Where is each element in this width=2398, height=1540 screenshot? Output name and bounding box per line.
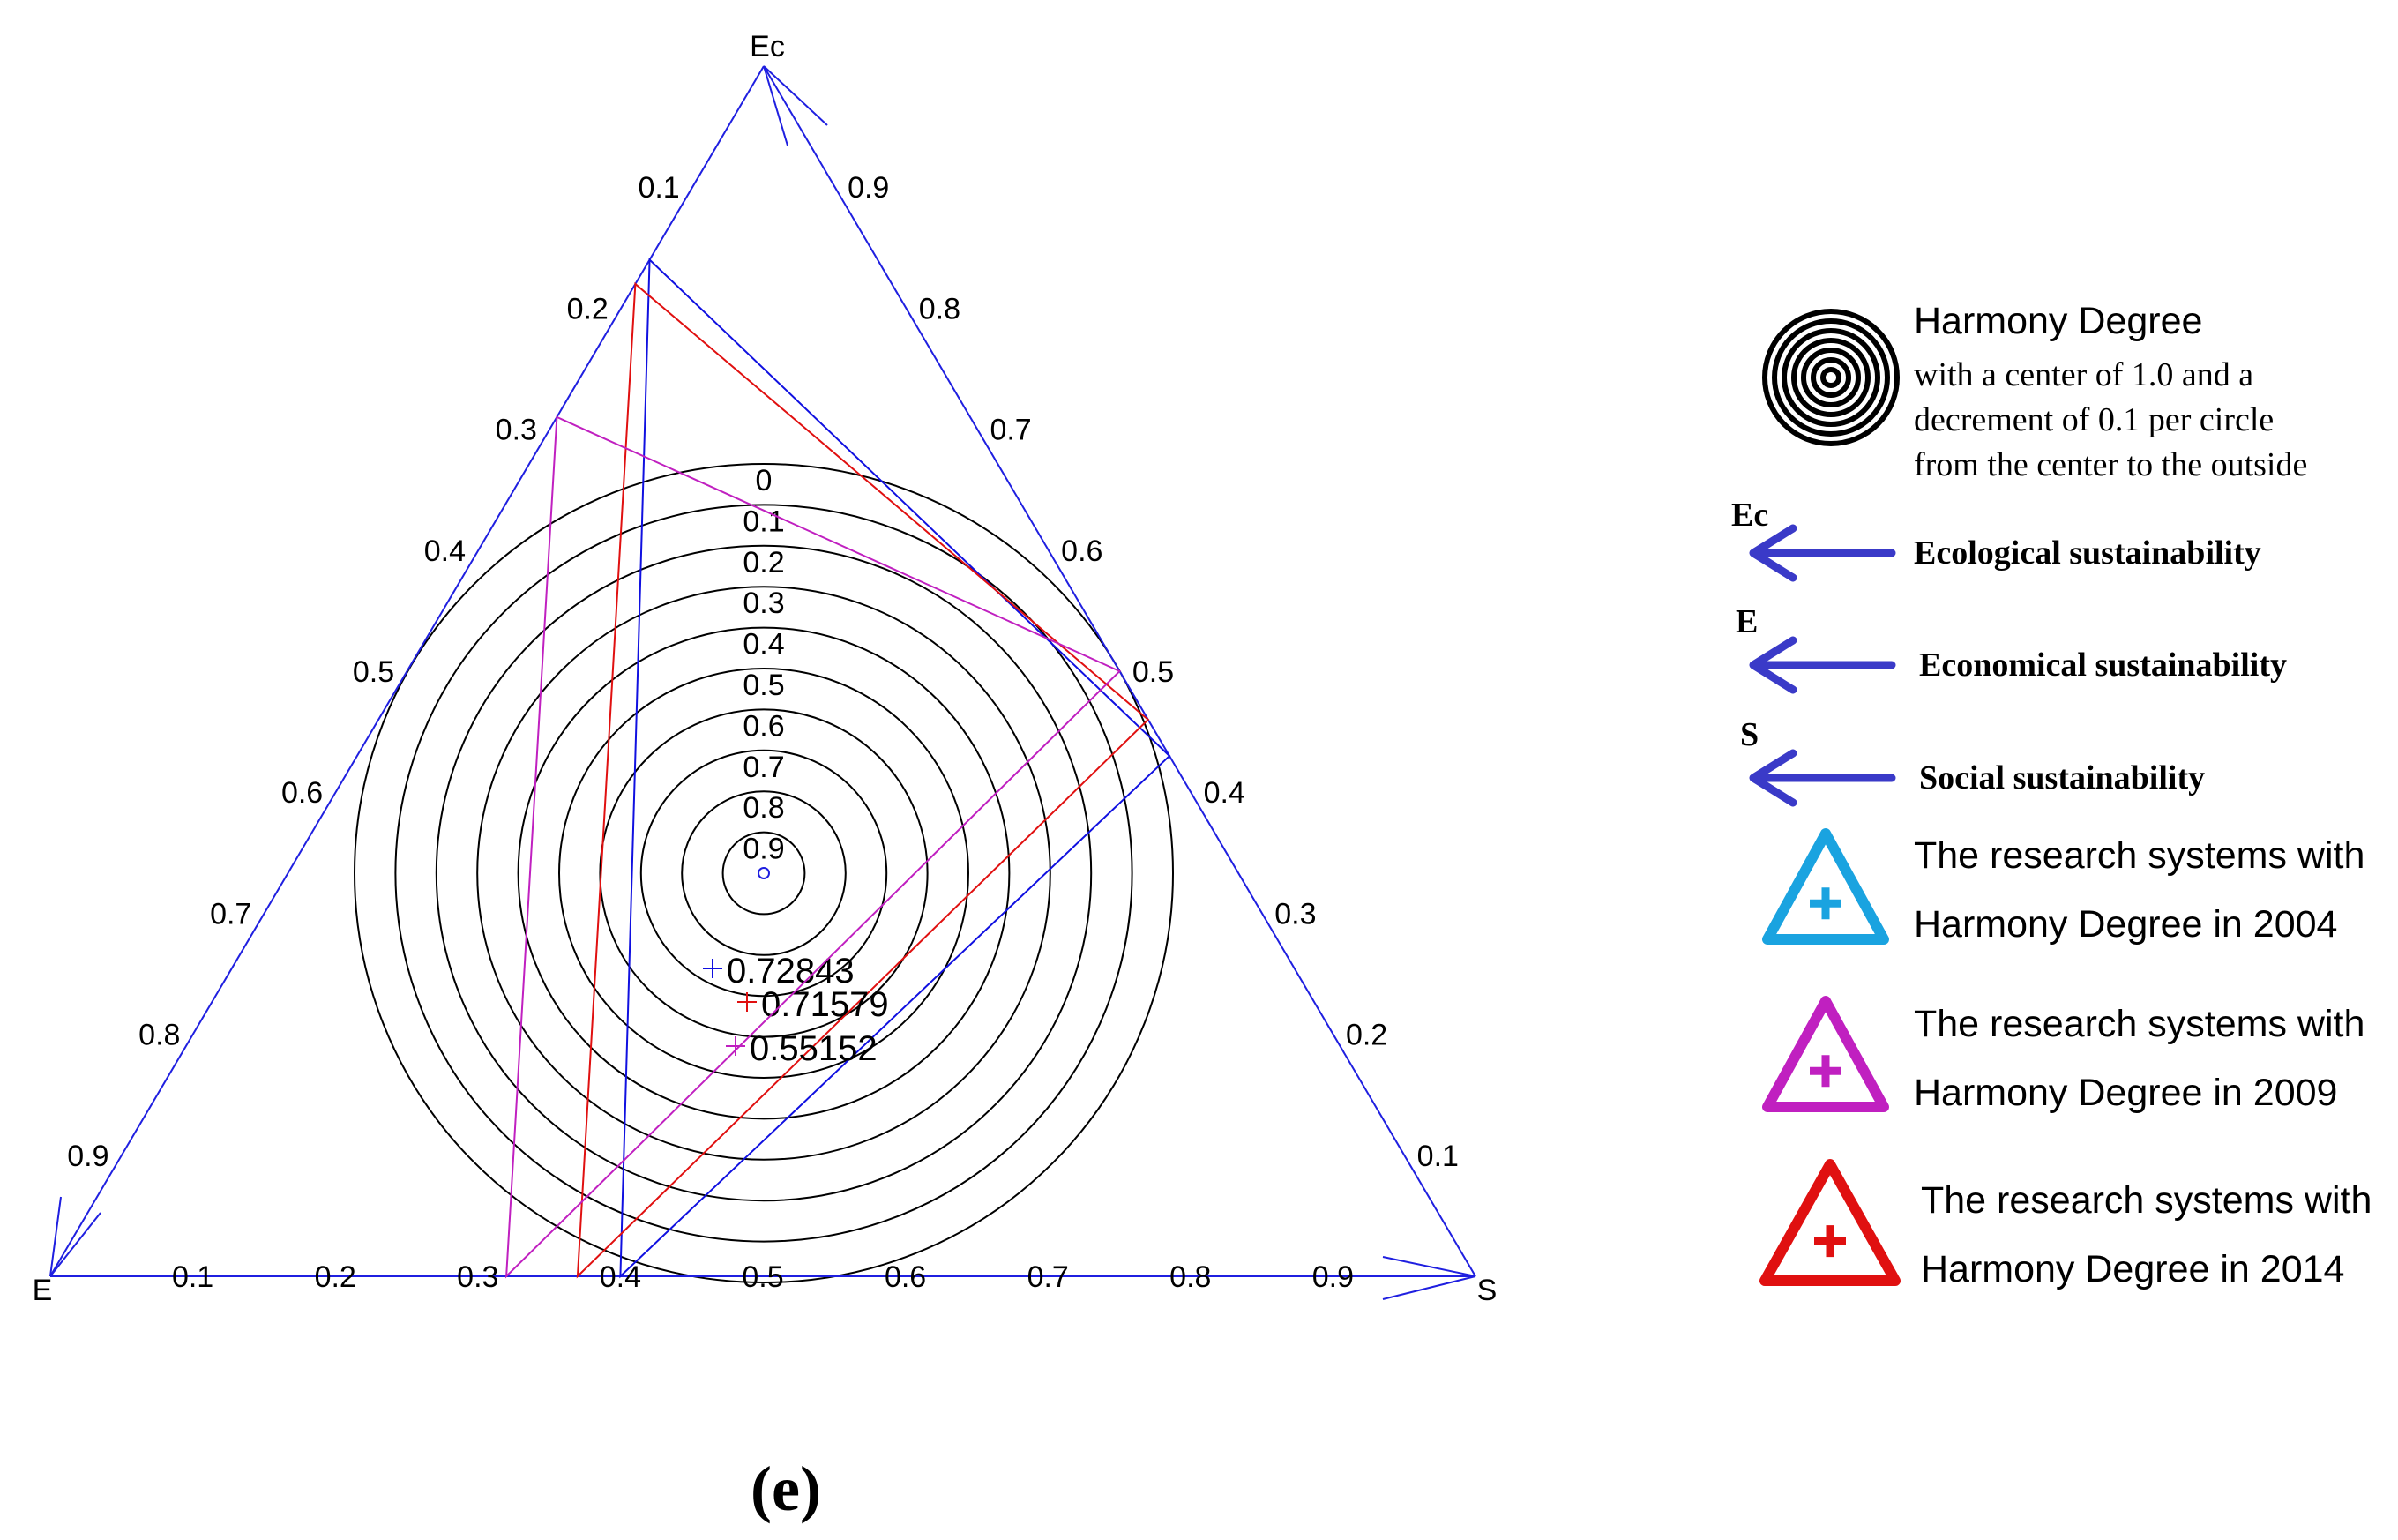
harmony-ring-9 [721,831,806,916]
value-label-red: 0.71579 [761,985,889,1024]
system-triangle-red [576,281,1150,1279]
legend-axis-label-2: Social sustainability [1919,759,2205,796]
ring-label-3: 0.3 [743,587,784,620]
tick-right-7: 0.2 [1346,1019,1387,1052]
tick-left-5: 0.6 [281,776,323,810]
arrow-top-b [763,65,788,146]
legend-harmony-line-0: with a center of 1.0 and a [1914,356,2253,393]
axis-edge-left [49,65,765,1277]
ring-label-2: 0.2 [743,546,784,579]
ring-label-5: 0.5 [743,669,784,702]
legend: Harmony Degree with a center of 1.0 and a… [1731,300,2372,1290]
system-triangle-blue [619,258,1171,1279]
tick-right-4: 0.5 [1132,655,1174,689]
tick-right-2: 0.7 [990,414,1031,447]
tick-left-0: 0.1 [638,171,679,205]
tick-bottom-7: 0.8 [1169,1260,1211,1294]
arrow-left-b [49,1212,101,1277]
harmony-ring-0 [354,463,1174,1283]
vertex-label-right: S [1477,1274,1498,1307]
tick-bottom-4: 0.5 [742,1260,783,1294]
tick-left-3: 0.4 [424,535,466,568]
harmony-rings: 00.10.20.30.40.50.60.70.80.9 [354,463,1174,1283]
harmony-ring-3 [476,586,1051,1161]
legend-axis-symbol-2: S [1740,716,1759,753]
legend-arrow-head-1 [1749,636,1797,694]
vertex-label-top: Ec [750,30,785,64]
legend-harmony-ring-3 [1791,338,1871,417]
harmony-ring-6 [599,708,929,1038]
ring-center-marker [758,867,770,879]
tick-left-7: 0.8 [138,1019,180,1052]
legend-system-triangle-cyan [1762,828,1889,945]
tick-left-6: 0.7 [210,897,251,931]
legend-axis-symbol-0: Ec [1731,497,1768,534]
tick-right-3: 0.6 [1061,535,1102,568]
harmony-ring-4 [517,626,1011,1120]
panel-label: (e) [751,1454,821,1524]
tick-left-1: 0.2 [567,292,609,325]
legend-system-line2-1: Harmony Degree in 2009 [1914,1072,2337,1114]
legend-harmony-line-2: from the center to the outside [1914,446,2307,483]
legend-harmony-line-1: decrement of 0.1 per circle [1914,401,2274,438]
legend-arrow-head-0 [1749,524,1797,582]
legend-harmony-ring-2 [1782,328,1880,427]
ring-label-8: 0.8 [743,791,784,825]
arrow-right-a [1382,1256,1476,1277]
legend-harmony-ring-1 [1772,318,1890,437]
tick-bottom-0: 0.1 [172,1260,213,1294]
arrow-right-b [1382,1275,1476,1300]
ring-label-0: 0 [756,464,773,497]
legend-system-line2-0: Harmony Degree in 2004 [1914,903,2337,946]
value-label-magenta: 0.55152 [750,1029,878,1068]
arrow-top-a [763,65,828,126]
ring-label-6: 0.6 [743,709,784,743]
tick-right-8: 0.1 [1417,1140,1459,1173]
tick-bottom-1: 0.2 [315,1260,356,1294]
system-triangle-magenta [504,415,1122,1279]
tick-bottom-8: 0.9 [1312,1260,1354,1294]
legend-harmony-ring-5 [1811,357,1851,398]
tick-bottom-5: 0.6 [885,1260,926,1294]
legend-system-line2-2: Harmony Degree in 2014 [1921,1248,2344,1290]
tick-right-6: 0.3 [1274,897,1316,931]
legend-axis-label-0: Ecological sustainability [1914,535,2261,572]
ring-label-7: 0.7 [743,751,784,784]
tick-left-2: 0.3 [496,414,537,447]
tick-bottom-2: 0.3 [457,1260,498,1294]
legend-arrow-head-2 [1749,749,1797,807]
legend-system-line1-2: The research systems with [1921,1179,2372,1222]
legend-harmony-ring-0 [1762,309,1900,446]
legend-system-triangle-red [1759,1159,1901,1286]
tick-right-1: 0.8 [919,292,960,325]
ternary-axes: EcE S [33,30,1498,1307]
value-label-blue: 0.72843 [727,952,855,991]
legend-system-line1-0: The research systems with [1914,834,2364,877]
harmony-ring-2 [435,544,1093,1202]
legend-harmony-ring-4 [1801,348,1861,407]
tick-right-0: 0.9 [848,171,889,205]
arrow-left-a [49,1196,62,1277]
ring-label-9: 0.9 [743,833,784,866]
legend-harmony-ring-6 [1820,367,1841,388]
ring-label-4: 0.4 [743,628,784,662]
tick-left-8: 0.9 [67,1140,108,1173]
tick-right-5: 0.4 [1204,776,1245,810]
legend-system-line1-1: The research systems with [1914,1003,2364,1045]
legend-axis-label-1: Economical sustainability [1919,647,2287,684]
legend-harmony-title: Harmony Degree [1914,300,2202,342]
harmony-ring-5 [558,668,969,1079]
harmony-ring-8 [681,790,847,956]
tick-left-4: 0.5 [353,655,394,689]
harmony-ring-1 [394,504,1133,1243]
legend-axis-symbol-1: E [1736,603,1758,640]
tick-bottom-6: 0.7 [1027,1260,1069,1294]
vertex-label-left: E [33,1274,53,1307]
harmony-ring-7 [639,749,888,998]
legend-system-triangle-magenta [1762,996,1889,1112]
